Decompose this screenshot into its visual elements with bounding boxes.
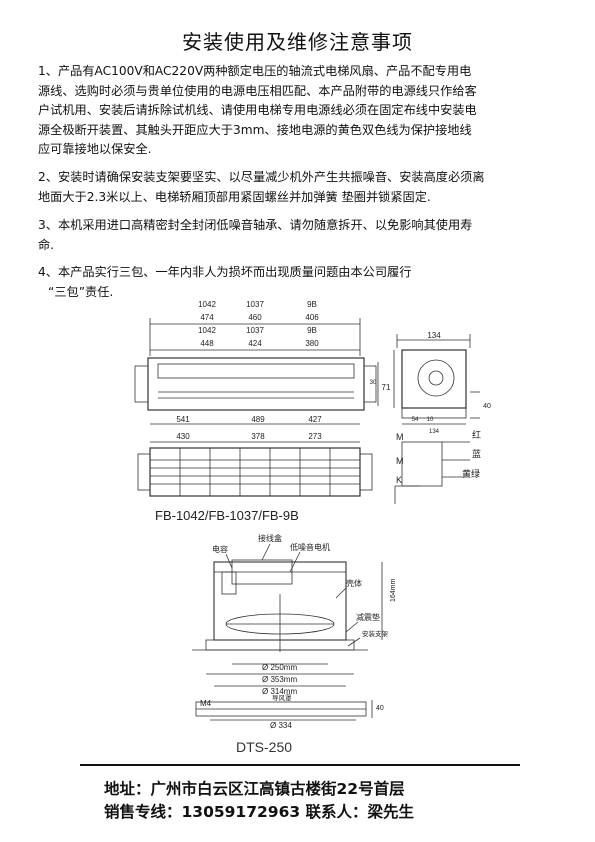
notice-item-2: 2、安装时请确保安装支架要坚实、以尽量减少机外产生共振噪音、安装高度必须离 地面… bbox=[38, 168, 558, 207]
dim-label: 9B bbox=[307, 326, 317, 335]
wiring-label: K bbox=[396, 475, 402, 485]
dim-label: 54 bbox=[412, 417, 419, 423]
footer-divider bbox=[80, 764, 520, 766]
notice-line: 应可靠接地以保安全. bbox=[38, 142, 152, 156]
dim-label: 9B bbox=[307, 300, 317, 309]
part-label: 电容 bbox=[212, 544, 228, 554]
dim-label: 273 bbox=[308, 432, 322, 441]
dim-label: 134 bbox=[427, 331, 441, 340]
dim-label: 40 bbox=[483, 403, 491, 410]
part-label: 低噪音电机 bbox=[290, 542, 330, 552]
dim-label: Ø 353mm bbox=[262, 675, 297, 684]
notice-line: 4、本产品实行三包、一年内非人为损坏而出现质量问题由本公司履行 bbox=[38, 265, 412, 279]
dim-label: 30 bbox=[370, 380, 377, 386]
notice-line: 地面大于2.3米以上、电梯轿厢顶部用紧固螺丝并加弹簧 垫圈并锁紧固定. bbox=[38, 189, 431, 204]
dim-label: 1037 bbox=[246, 300, 264, 309]
dts-250-drawing: 电容 接线盒 低噪音电机 壳体 减震垫 安装支架 导风罩 Ø 250mm Ø 3… bbox=[192, 533, 397, 755]
dim-label: 378 bbox=[251, 432, 265, 441]
notice-line: 源线、选购时必须与贵单位使用的电源电压相匹配、本产品附带的电源线只作给客 bbox=[38, 83, 477, 98]
dim-label: 1037 bbox=[246, 326, 264, 335]
dim-label: 1042 bbox=[198, 300, 216, 309]
dim-label: 448 bbox=[200, 339, 214, 348]
dim-label: 380 bbox=[305, 339, 319, 348]
dim-label: 460 bbox=[248, 313, 262, 322]
dim-label: M4 bbox=[200, 699, 212, 708]
fb-series-drawing: 1042 1037 9B 474 460 406 1042 1037 9B 44… bbox=[134, 300, 491, 523]
notice-item-1: 1、产品有AC100V和AC220V两种额定电压的轴流式电梯风扇、产品不配专用电… bbox=[38, 62, 558, 160]
wiring-label: M bbox=[396, 432, 404, 442]
notice-line: 1、产品有AC100V和AC220V两种额定电压的轴流式电梯风扇、产品不配专用电 bbox=[38, 64, 472, 78]
dim-label: 164mm bbox=[390, 578, 397, 602]
notice-item-3: 3、本机采用进口高精密封全封闭低噪音轴承、请勿随意拆开、以免影响其使用寿 命. bbox=[38, 216, 558, 255]
dim-label: 71 bbox=[382, 383, 391, 392]
notice-line: 2、安装时请确保安装支架要坚实、以尽量减少机外产生共振噪音、安装高度必须离 bbox=[38, 170, 485, 184]
dim-label: 1042 bbox=[198, 326, 216, 335]
notice-line: “三包”责任. bbox=[48, 284, 114, 299]
dim-label: 406 bbox=[305, 313, 319, 322]
dim-label: 541 bbox=[176, 415, 190, 424]
part-label: 接线盒 bbox=[258, 533, 282, 543]
drawing-caption: DTS-250 bbox=[236, 739, 292, 755]
part-label: 减震垫 bbox=[356, 612, 380, 622]
wiring-label: 蓝 bbox=[472, 448, 481, 459]
dim-label: 430 bbox=[176, 432, 190, 441]
dim-label: 134 bbox=[429, 429, 440, 435]
footer-address: 地址：广州市白云区江高镇古楼街22号首层 bbox=[104, 780, 405, 798]
part-label: 导风罩 bbox=[272, 694, 292, 702]
dim-label: 424 bbox=[248, 339, 262, 348]
dim-label: 427 bbox=[308, 415, 322, 424]
notice-line: 命. bbox=[38, 237, 55, 252]
dim-label: 40 bbox=[376, 705, 384, 712]
dim-label: Ø 334 bbox=[270, 721, 292, 730]
notice-line: 户试机用、安装后请拆除试机线、请使用电梯专用电源线必须在固定布线中安装电 bbox=[38, 103, 477, 117]
footer-sales: 销售专线：13059172963 联系人：梁先生 bbox=[104, 803, 415, 821]
wiring-label: 黄绿 bbox=[462, 468, 480, 479]
wiring-label: M bbox=[396, 456, 404, 466]
dim-label: 489 bbox=[251, 415, 265, 424]
notice-line: 3、本机采用进口高精密封全封闭低噪音轴承、请勿随意拆开、以免影响其使用寿 bbox=[38, 218, 473, 232]
dim-label: 474 bbox=[200, 313, 214, 322]
notice-line: 源全极断开装置、其触头开距应大于3mm、接地电源的黄色双色线为保护接地线 bbox=[38, 122, 472, 137]
drawing-caption: FB-1042/FB-1037/FB-9B bbox=[155, 508, 299, 523]
page-title: 安装使用及维修注意事项 bbox=[182, 30, 413, 54]
dim-label: 10 bbox=[427, 417, 434, 423]
dim-label: Ø 250mm bbox=[262, 663, 297, 672]
part-label: 壳体 bbox=[346, 578, 362, 588]
notice-item-4: 4、本产品实行三包、一年内非人为损坏而出现质量问题由本公司履行 “三包”责任. bbox=[38, 263, 558, 302]
wiring-label: 红 bbox=[472, 429, 481, 440]
dim-label: Ø 314mm bbox=[262, 687, 297, 696]
part-label: 安装支架 bbox=[362, 629, 389, 638]
